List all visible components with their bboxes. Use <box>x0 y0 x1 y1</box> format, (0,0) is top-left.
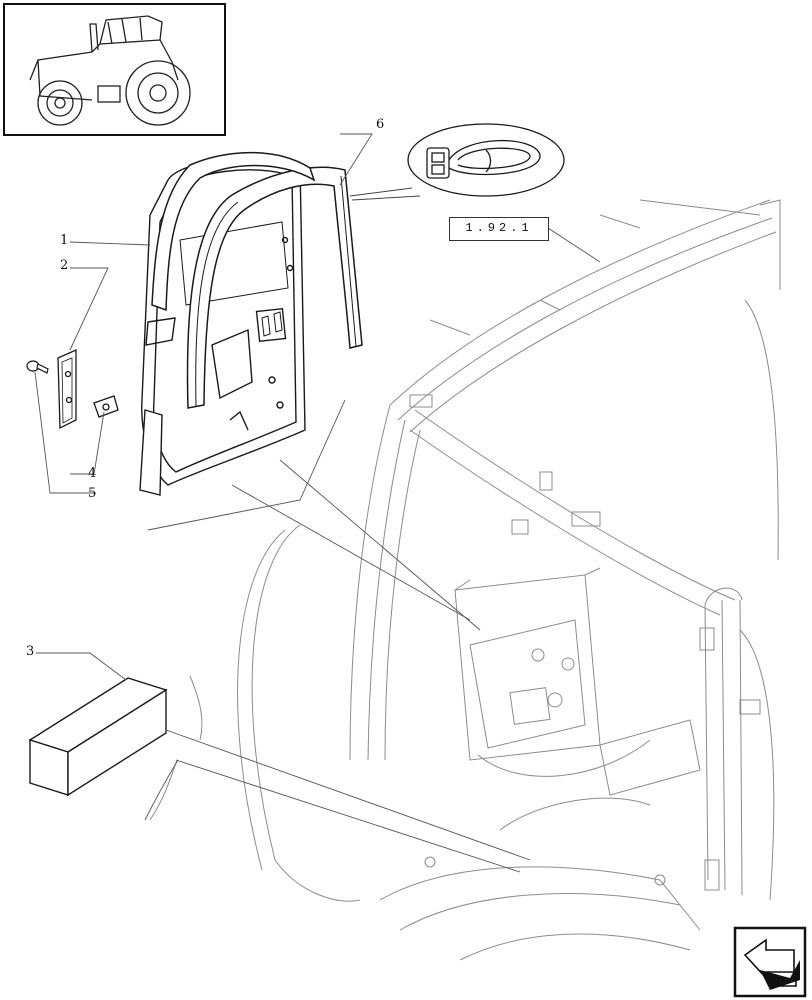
callout-3: 3 <box>26 644 35 659</box>
callout-2: 2 <box>60 258 69 273</box>
tractor-thumbnail-icon[interactable] <box>3 3 226 136</box>
callout-6: 6 <box>376 117 385 132</box>
part-adhesive-block[interactable] <box>28 677 168 797</box>
seal-profile-detail-icon <box>407 123 565 197</box>
callout-5: 5 <box>88 486 97 501</box>
callout-1: 1 <box>60 233 69 248</box>
next-page-arrow-icon[interactable] <box>733 926 807 998</box>
reference-link[interactable]: 1.92.1 <box>449 217 549 241</box>
callout-4: 4 <box>88 466 97 481</box>
part-clip[interactable] <box>93 395 119 418</box>
part-cover-strip[interactable] <box>57 348 77 430</box>
part-trim-panel[interactable] <box>139 157 306 496</box>
cab-frame <box>149 199 781 961</box>
part-screw[interactable] <box>26 360 49 374</box>
leader-lines <box>34 133 601 873</box>
part-door-seal[interactable] <box>151 151 363 409</box>
